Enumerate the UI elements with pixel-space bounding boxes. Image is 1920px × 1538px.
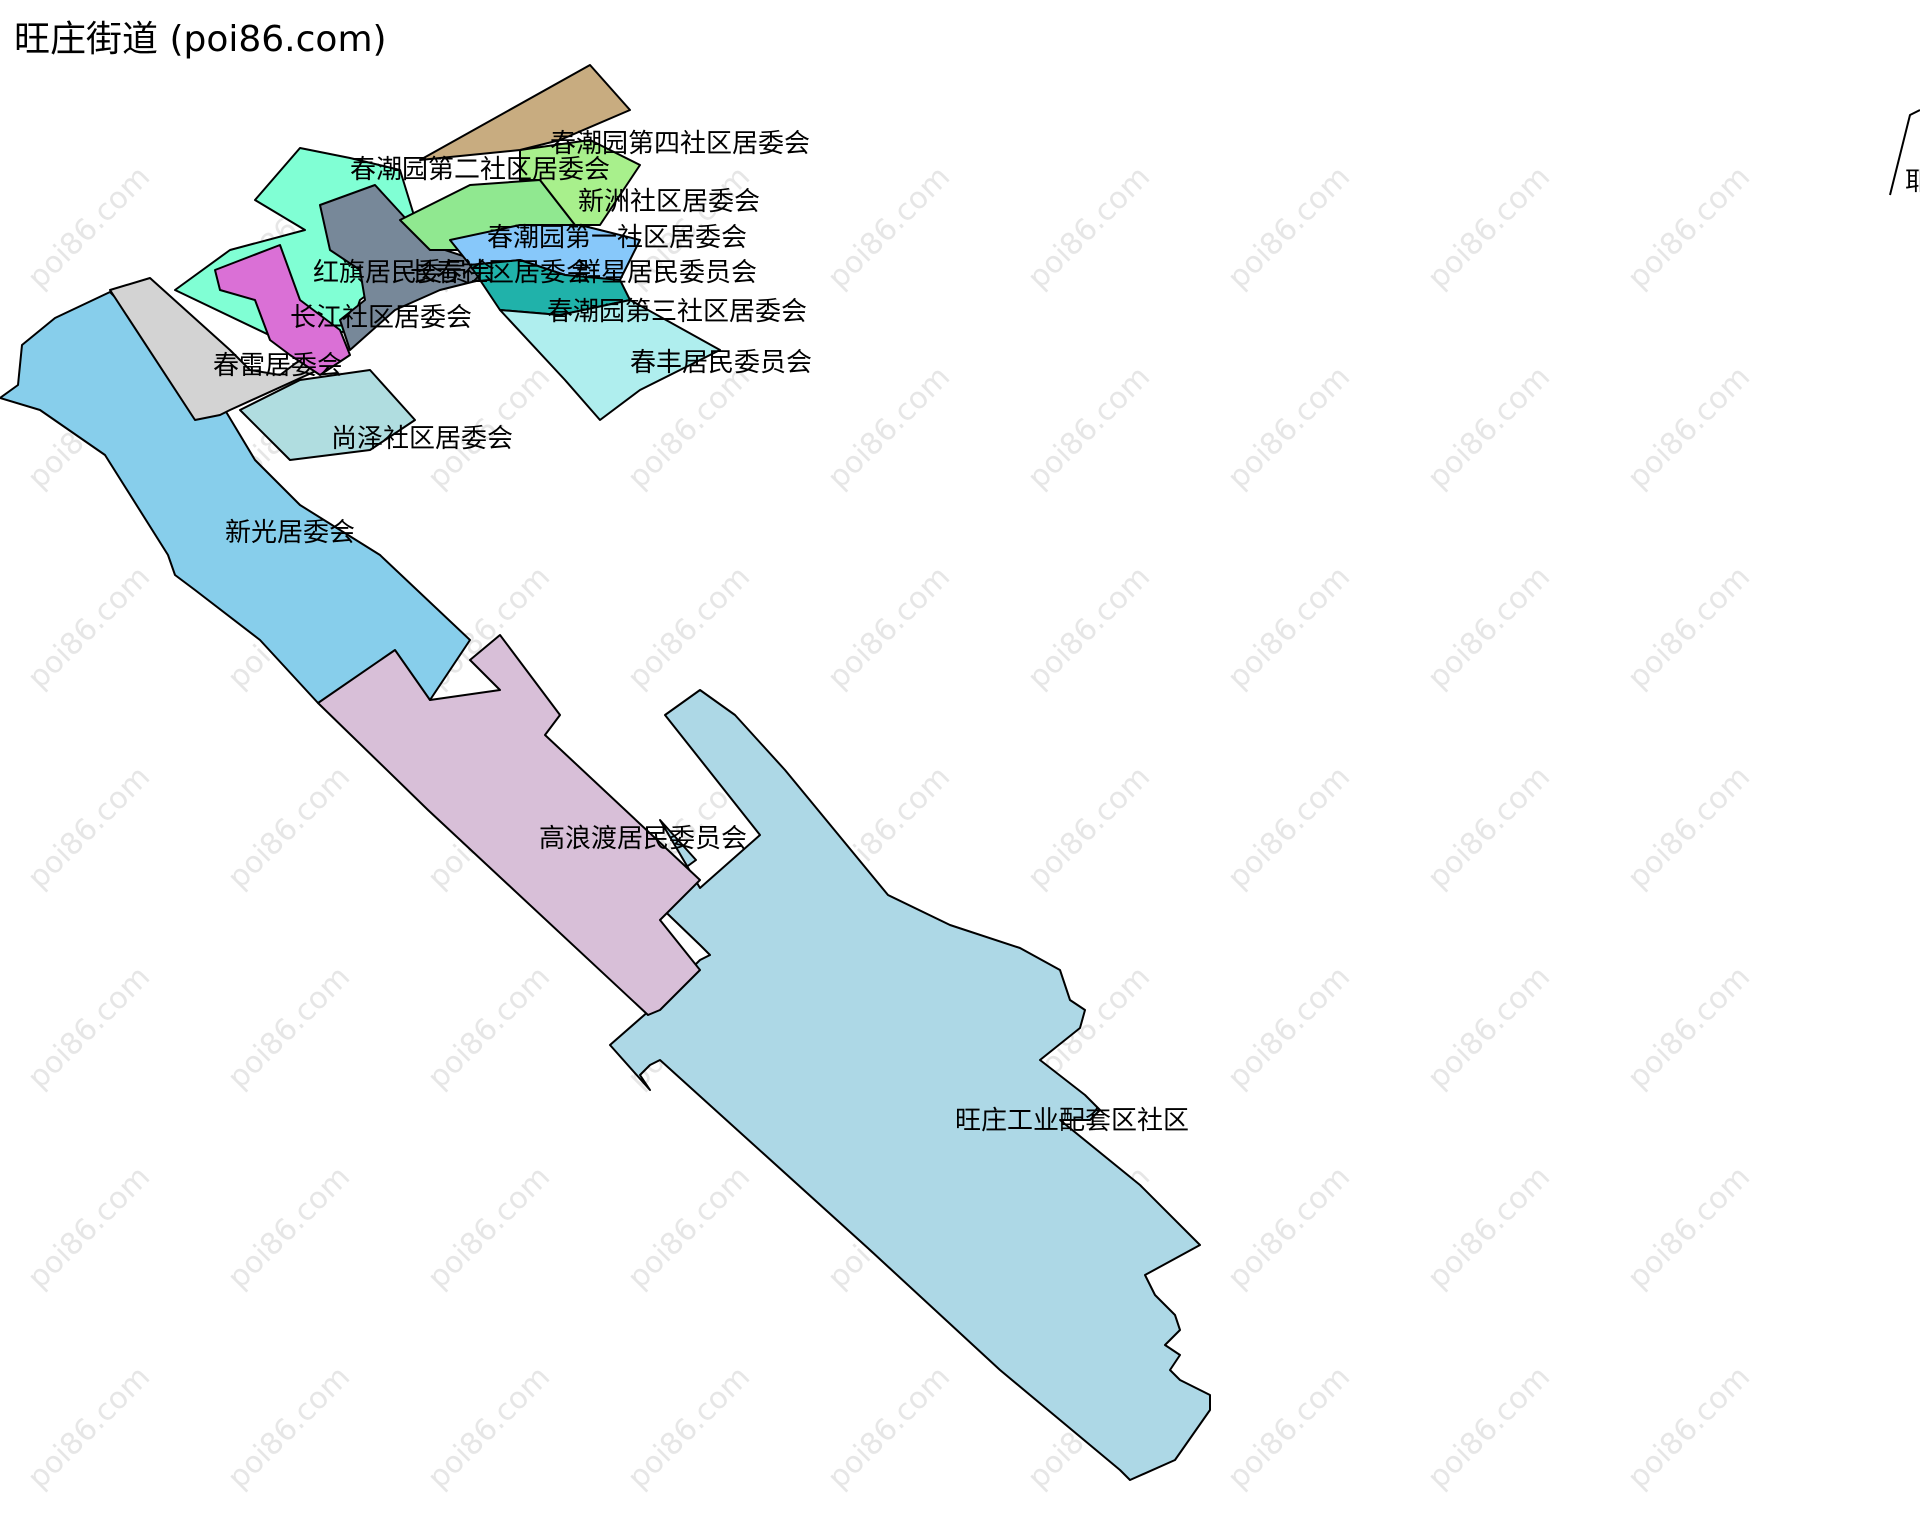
watermark: poi86.com <box>421 1360 557 1496</box>
watermark: poi86.com <box>1621 560 1757 696</box>
watermark: poi86.com <box>1421 1360 1557 1496</box>
label-wangzhuang_industrial: 旺庄工业配套区社区 <box>955 1106 1189 1136</box>
label-layer: 春潮园第四社区居委会春潮园第二社区居委会新洲社区居委会春潮园第一社区居委会红旗居… <box>213 129 1920 1136</box>
watermark: poi86.com <box>1221 560 1357 696</box>
watermark: poi86.com <box>1621 360 1757 496</box>
label-chunlei: 春雷居委会 <box>213 351 343 381</box>
watermark: poi86.com <box>1021 360 1157 496</box>
region-edge-partial <box>1889 109 1920 196</box>
region-gaolangdu[interactable] <box>317 634 701 1016</box>
label-edge_partial: 耶 <box>1905 167 1920 197</box>
watermark: poi86.com <box>21 1160 157 1296</box>
watermark: poi86.com <box>1421 960 1557 1096</box>
watermark: poi86.com <box>221 760 357 896</box>
watermark: poi86.com <box>1221 960 1357 1096</box>
region-xinguang[interactable] <box>0 291 471 704</box>
label-gaolangdu: 高浪渡居民委员会 <box>539 824 747 854</box>
watermark: poi86.com <box>21 960 157 1096</box>
label-chunchaoyuan_3: 春潮园第三社区居委会 <box>547 297 807 327</box>
watermark: poi86.com <box>1621 760 1757 896</box>
watermark: poi86.com <box>421 1160 557 1296</box>
watermark: poi86.com <box>21 760 157 896</box>
watermark: poi86.com <box>621 1160 757 1296</box>
label-qunxing: 群星居民委员会 <box>575 258 757 288</box>
label-xinguang: 新光居委会 <box>225 518 355 548</box>
label-changjiang: 长江社区居委会 <box>290 303 472 333</box>
region-hongqi[interactable] <box>214 244 351 376</box>
watermark: poi86.com <box>1621 960 1757 1096</box>
watermark: poi86.com <box>1221 1360 1357 1496</box>
label-gray_slate: 长春社区居委会 <box>410 258 592 288</box>
watermark: poi86.com <box>1421 160 1557 296</box>
watermark: poi86.com <box>621 1360 757 1496</box>
watermark: poi86.com <box>1021 160 1157 296</box>
watermark: poi86.com <box>1021 560 1157 696</box>
watermark: poi86.com <box>1221 760 1357 896</box>
watermark: poi86.com <box>221 960 357 1096</box>
watermark: poi86.com <box>1221 160 1357 296</box>
region-chunfeng[interactable] <box>499 299 721 421</box>
watermark: poi86.com <box>621 560 757 696</box>
watermark: poi86.com <box>1421 760 1557 896</box>
label-chunfeng: 春丰居民委员会 <box>630 348 812 378</box>
watermark: poi86.com <box>1421 560 1557 696</box>
watermark: poi86.com <box>1421 1160 1557 1296</box>
label-chunchaoyuan_2: 春潮园第二社区居委会 <box>350 155 610 185</box>
watermark: poi86.com <box>1621 1360 1757 1496</box>
watermark: poi86.com <box>1621 1160 1757 1296</box>
watermark: poi86.com <box>1021 760 1157 896</box>
watermark: poi86.com <box>221 1160 357 1296</box>
label-shangze: 尚泽社区居委会 <box>331 424 513 454</box>
watermark: poi86.com <box>1221 360 1357 496</box>
watermark: poi86.com <box>221 1360 357 1496</box>
region-chunchaoyuan-4[interactable] <box>419 64 631 161</box>
watermark: poi86.com <box>821 360 957 496</box>
watermark: poi86.com <box>421 960 557 1096</box>
watermark: poi86.com <box>821 1360 957 1496</box>
map-title: 旺庄街道 (poi86.com) <box>14 19 387 60</box>
watermark: poi86.com <box>21 1360 157 1496</box>
label-chunchaoyuan_1: 春潮园第一社区居委会 <box>487 223 747 253</box>
watermark: poi86.com <box>821 560 957 696</box>
watermark: poi86.com <box>821 160 957 296</box>
region-wangzhuang-industrial[interactable] <box>609 689 1211 1481</box>
watermark: poi86.com <box>1621 160 1757 296</box>
watermark: poi86.com <box>1221 1160 1357 1296</box>
watermark: poi86.com <box>21 160 157 296</box>
label-hongqi: 红旗居民委员会 <box>313 258 495 288</box>
label-chunchaoyuan_4: 春潮园第四社区居委会 <box>550 129 810 159</box>
label-xinzhou: 新洲社区居委会 <box>578 187 760 217</box>
region-shangze[interactable] <box>239 369 416 461</box>
region-xinzhou[interactable] <box>519 139 641 226</box>
watermark: poi86.com <box>21 560 157 696</box>
watermark: poi86.com <box>1421 360 1557 496</box>
